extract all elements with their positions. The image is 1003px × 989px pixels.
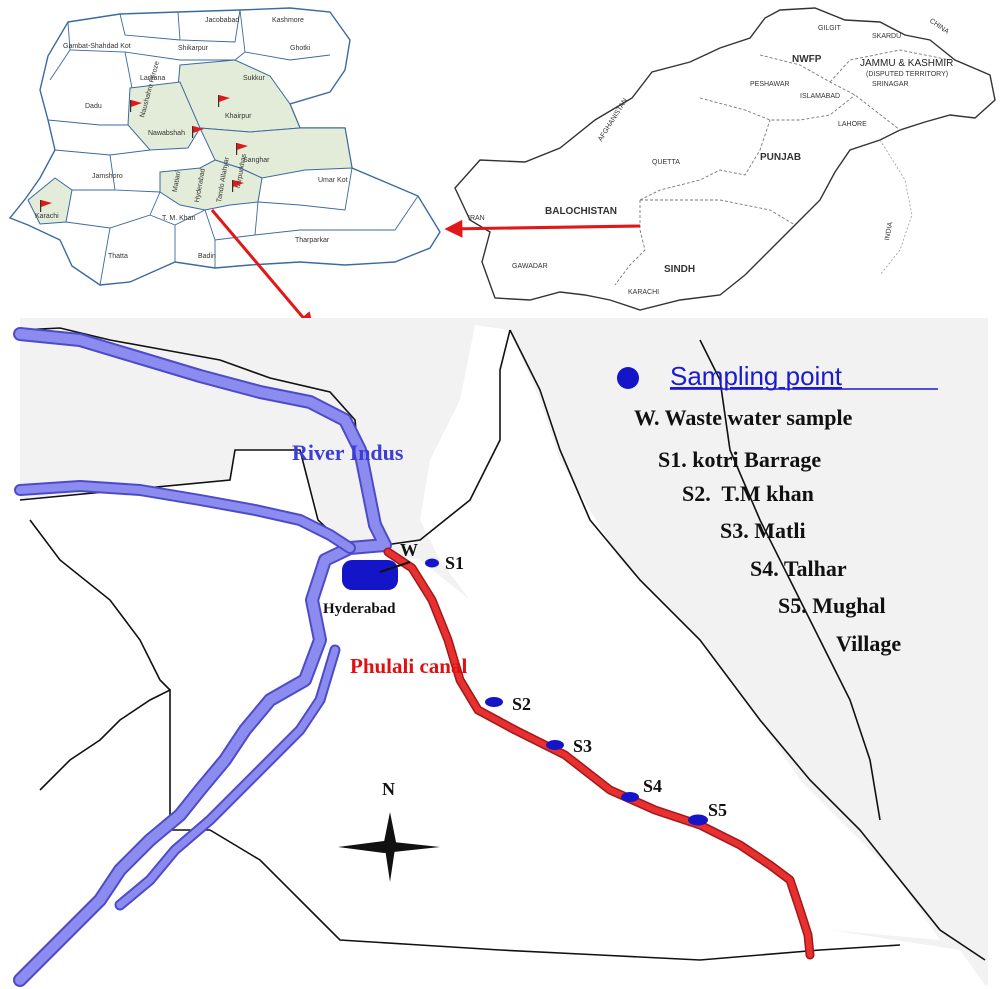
legend-item: W. Waste water sample <box>634 405 853 430</box>
province-label-balochistan: BALOCHISTAN <box>545 206 617 217</box>
district-label: Shikarpur <box>178 45 209 52</box>
legend-item: Village <box>836 631 901 656</box>
region-sublabel-kashmir: (DISPUTED TERRITORY) <box>866 71 948 78</box>
detail-map: W S1 S2 S3 S4 S5 River Indus Hyderabad P… <box>13 318 988 987</box>
legend-item: S1. kotri Barrage <box>658 447 821 472</box>
pakistan-map: NWFP PUNJAB BALOCHISTAN SINDH JAMMU & KA… <box>454 7 996 311</box>
land-area-east <box>420 325 940 940</box>
sampling-point-s2 <box>485 697 503 707</box>
district-label: Larkana <box>140 75 165 82</box>
city-label: SRINAGAR <box>872 81 909 88</box>
district-label: T. M. Khan <box>162 215 196 222</box>
point-label-s4: S4 <box>643 776 662 796</box>
district-label: Nawabshah <box>148 130 185 137</box>
district-label: Umar Kot <box>318 177 348 184</box>
district-label: Karachi <box>35 213 59 220</box>
phulali-canal-label: Phulali canal <box>350 654 467 678</box>
city-label: PESHAWAR <box>750 81 790 88</box>
district-label: Dadu <box>85 103 102 110</box>
sampling-point-s3 <box>546 740 564 750</box>
region-label-kashmir: JAMMU & KASHMIR <box>860 58 953 69</box>
point-label-w: W <box>400 540 418 560</box>
flag-icon <box>232 180 244 192</box>
city-label: SKARDU <box>872 33 901 40</box>
arrow-pakistan-to-sindh <box>444 219 641 238</box>
legend-point-icon <box>617 367 639 389</box>
wastewater-arrow <box>379 561 411 573</box>
district-label: Gambat-Shahdad Kot <box>63 43 131 50</box>
legend: Sampling point W. Waste water sample S1.… <box>617 361 938 656</box>
point-label-s2: S2 <box>512 694 531 714</box>
arrow-sindh-to-detail <box>210 209 315 331</box>
district-label: Matiari <box>172 170 183 192</box>
sampling-point-s5 <box>688 814 708 826</box>
city-label: LAHORE <box>838 121 867 128</box>
province-label-nwfp: NWFP <box>792 54 822 65</box>
district-label: Jamshoro <box>92 173 123 180</box>
sampling-point-s1 <box>425 558 439 568</box>
country-label-china: CHINA <box>928 17 950 35</box>
point-label-s3: S3 <box>573 736 592 756</box>
district-label: Kashmore <box>272 17 304 24</box>
city-label: KARACHI <box>628 289 659 296</box>
boundary-lines <box>19 327 986 961</box>
sampling-point-s4 <box>621 792 639 802</box>
legend-item: S3. Matli <box>720 518 806 543</box>
country-label-india: INDIA <box>884 221 894 241</box>
district-borders <box>47 9 419 286</box>
district-label: Khairpur <box>225 113 252 120</box>
district-label: Sanghar <box>243 157 270 164</box>
district-label: Badin <box>198 253 216 260</box>
north-label: N <box>382 779 395 799</box>
sindh-district-map: Jacobabad Kashmore Shikarpur Ghotki Gamb… <box>8 7 441 286</box>
point-label-s5: S5 <box>708 800 727 820</box>
north-arrow-icon: N <box>338 779 440 882</box>
shaded-district-karachi <box>27 177 73 225</box>
province-borders <box>614 49 951 286</box>
city-label: GAWADAR <box>512 263 548 270</box>
district-label: Jacobabad <box>205 17 239 24</box>
city-label: ISLAMABAD <box>800 93 840 100</box>
province-label-punjab: PUNJAB <box>760 152 801 163</box>
flag-icon <box>218 95 230 107</box>
pakistan-outline <box>454 7 996 311</box>
province-label-sindh: SINDH <box>664 264 695 275</box>
flag-icon <box>192 126 204 138</box>
legend-item: S2. T.M khan <box>682 481 814 506</box>
district-label: Thatta <box>108 253 128 260</box>
flag-icon <box>40 200 52 212</box>
legend-title: Sampling point <box>670 361 843 391</box>
flag-icons <box>40 95 248 212</box>
country-label-iran: IRAN <box>468 215 485 222</box>
hyderabad-label: Hyderabad <box>323 601 396 617</box>
point-label-s1: S1 <box>445 553 464 573</box>
city-labels: GILGIT SKARDU PESHAWAR ISLAMABAD SRINAGA… <box>512 25 909 296</box>
district-label: Ghotki <box>290 45 311 52</box>
flag-icon <box>130 100 142 112</box>
city-label: QUETTA <box>652 159 680 166</box>
district-label: Sukkur <box>243 75 265 82</box>
river-indus-label: River Indus <box>292 440 404 465</box>
flag-icon <box>236 143 248 155</box>
district-label: Tharparkar <box>295 237 330 244</box>
city-label: GILGIT <box>818 25 842 32</box>
hyderabad-city-marker <box>342 560 398 590</box>
legend-item: S4. Talhar <box>750 556 847 581</box>
legend-item: S5. Mughal <box>778 593 886 618</box>
